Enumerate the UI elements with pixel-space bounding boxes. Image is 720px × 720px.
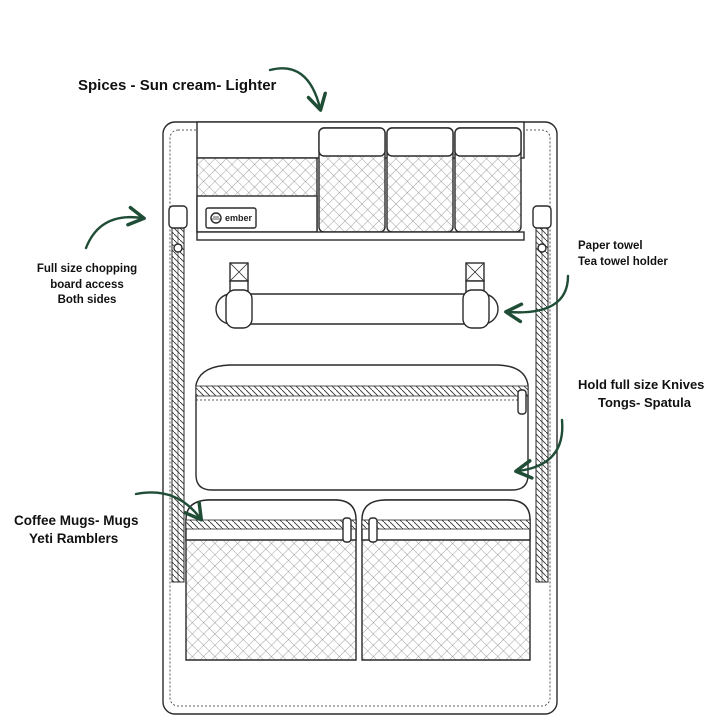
mug-pouch-right: [361, 499, 531, 661]
mug-pouch-right-zipper-pull: [368, 517, 378, 543]
paper-towel-holder: [215, 262, 499, 329]
callout-mugs: Coffee Mugs- Mugs Yeti Ramblers: [14, 512, 139, 548]
callout-chopping-line-1: Full size chopping: [36, 263, 138, 275]
knife-pouch-zipper-pull: [517, 389, 527, 415]
callout-paper-line-1: Paper towel: [578, 240, 643, 252]
callout-paper-towel: Paper towel Tea towel holder: [578, 239, 668, 270]
arrow-mugs: [134, 491, 204, 522]
callout-spices-line: Spices - Sun cream- Lighter: [78, 77, 277, 94]
mug-pouch-left-zipper-pull: [342, 517, 352, 543]
callout-spices: Spices - Sun cream- Lighter: [78, 76, 276, 96]
brand-wordmark: ember: [225, 213, 253, 223]
callout-chopping-line-3: Both sides: [57, 294, 117, 307]
towel-rod: [215, 293, 499, 325]
knife-pouch: [195, 364, 529, 491]
arrow-knives: [514, 418, 564, 480]
callout-chopping-line-2: board access: [50, 278, 124, 291]
callout-knives-line-1: Hold full size Knives: [578, 377, 705, 392]
arrow-paper-towel: [504, 274, 570, 324]
callout-chopping-board: Full size chopping board access Both sid…: [32, 262, 142, 309]
right-side-zipper: [532, 205, 552, 583]
arrow-spices: [268, 67, 327, 112]
arrow-chopping: [84, 205, 146, 250]
callout-knives: Hold full size Knives Tongs- Spatula: [578, 376, 704, 411]
brand-logo-icon: [210, 212, 222, 224]
callout-mugs-line-2: Yeti Ramblers: [29, 531, 119, 547]
mug-pouch-left: [185, 499, 357, 661]
callout-mugs-line-1: Coffee Mugs- Mugs: [14, 513, 139, 528]
callout-knives-line-2: Tongs- Spatula: [598, 394, 691, 410]
left-side-zipper: [168, 205, 188, 583]
callout-paper-line-2: Tea towel holder: [578, 255, 668, 268]
